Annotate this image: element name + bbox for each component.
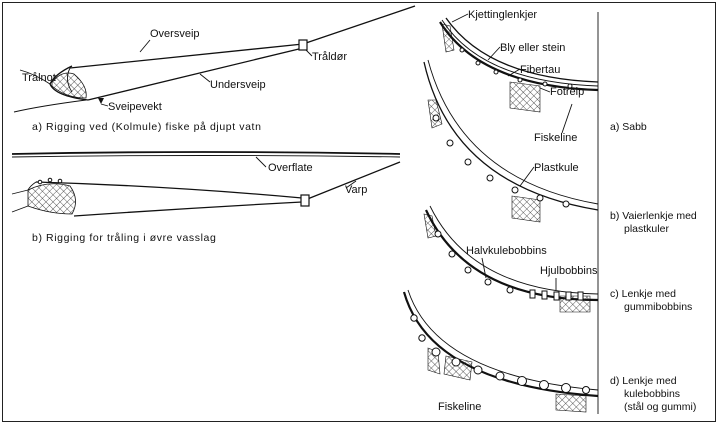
- label-tralnot: Trålnot: [22, 72, 56, 84]
- side-label-d3: (stål og gummi): [624, 401, 696, 413]
- label-hjulbobbins: Hjulbobbins: [540, 265, 598, 277]
- net-d-right: [555, 393, 587, 413]
- plastic-balls-b: [432, 114, 570, 208]
- label-oversveip: Oversveip: [150, 28, 200, 40]
- side-label-b2: plastkuler: [624, 223, 669, 235]
- net-a-right: [509, 81, 541, 113]
- label-fibertau: Fibertau: [520, 64, 560, 76]
- trawl-door-b: [300, 194, 310, 207]
- upper-sweep-b: [35, 181, 303, 199]
- trawl-net-b: [27, 183, 76, 215]
- caption-a: a) Rigging ved (Kolmule) fiske på djupt …: [32, 121, 262, 133]
- label-traldor: Tråldør: [312, 51, 347, 63]
- wheel-bobbins-c: [529, 289, 584, 301]
- gear-c-rubber-bobbins: Halvkulebobbins Hjulbobbins c) Lenkje me…: [423, 205, 692, 313]
- side-label-b1: b) Vaierlenkje med: [610, 210, 697, 222]
- lower-sweep-line: [87, 47, 304, 101]
- warp-line-b: [304, 161, 401, 201]
- net-b-left: [427, 99, 443, 129]
- side-label-d1: d) Lenkje med: [610, 375, 677, 387]
- panel-ground-gear-types: Kjettinglenkjer Bly eller stein Fibertau…: [402, 9, 697, 414]
- label-kjettinglenkjer: Kjettinglenkjer: [468, 9, 537, 21]
- upper-sweep-line: [69, 43, 304, 69]
- label-overflate: Overflate: [268, 162, 313, 174]
- panel-deep-water-rigging: Oversveip Trålnot Tråldør Undersveip Sve…: [13, 5, 416, 133]
- half-ball-bobbins-c: [434, 230, 514, 294]
- figure-border: [2, 2, 716, 422]
- net-a-left: [441, 23, 455, 53]
- side-label-c1: c) Lenkje med: [610, 288, 676, 300]
- sweep-weight-icon: [98, 98, 104, 104]
- label-undersveip: Undersveip: [210, 79, 266, 91]
- sea-surface-line: [11, 151, 401, 155]
- net-d-mid: [443, 355, 473, 381]
- panel-upper-water-rigging: Overflate Varp b) Rigging for tråling i …: [11, 151, 401, 244]
- warp-line-a: [302, 5, 416, 45]
- label-plastkule: Plastkule: [534, 162, 579, 174]
- gear-a-sabb: Kjettinglenkjer Bly eller stein Fibertau…: [439, 9, 647, 144]
- ball-bobbins-d: [410, 314, 590, 394]
- bobbins-a: [459, 47, 573, 89]
- side-label-d2: kulebobbins: [624, 388, 680, 400]
- trawl-door-a: [298, 39, 308, 51]
- caption-b: b) Rigging for tråling i øvre vasslag: [32, 232, 216, 244]
- lower-sweep-b: [73, 201, 303, 217]
- side-label-a: a) Sabb: [610, 121, 647, 133]
- net-b-right: [511, 195, 541, 223]
- label-fiskeline-d: Fiskeline: [438, 401, 481, 413]
- gear-b-wire-plastic-balls: Plastkule b) Vaierlenkje med plastkuler: [423, 59, 697, 235]
- label-bly-eller-stein: Bly eller stein: [500, 42, 565, 54]
- label-sveipevekt: Sveipevekt: [108, 101, 162, 113]
- label-fotreip: Fotreip: [550, 86, 584, 98]
- gear-d-ball-bobbins: Fiskeline d) Lenkje med kulebobbins (stå…: [402, 289, 696, 413]
- side-label-c2: gummibobbins: [624, 301, 692, 313]
- label-fiskeline-a: Fiskeline: [534, 132, 577, 144]
- label-varp: Varp: [345, 184, 367, 196]
- label-halvkulebobbins: Halvkulebobbins: [466, 245, 547, 257]
